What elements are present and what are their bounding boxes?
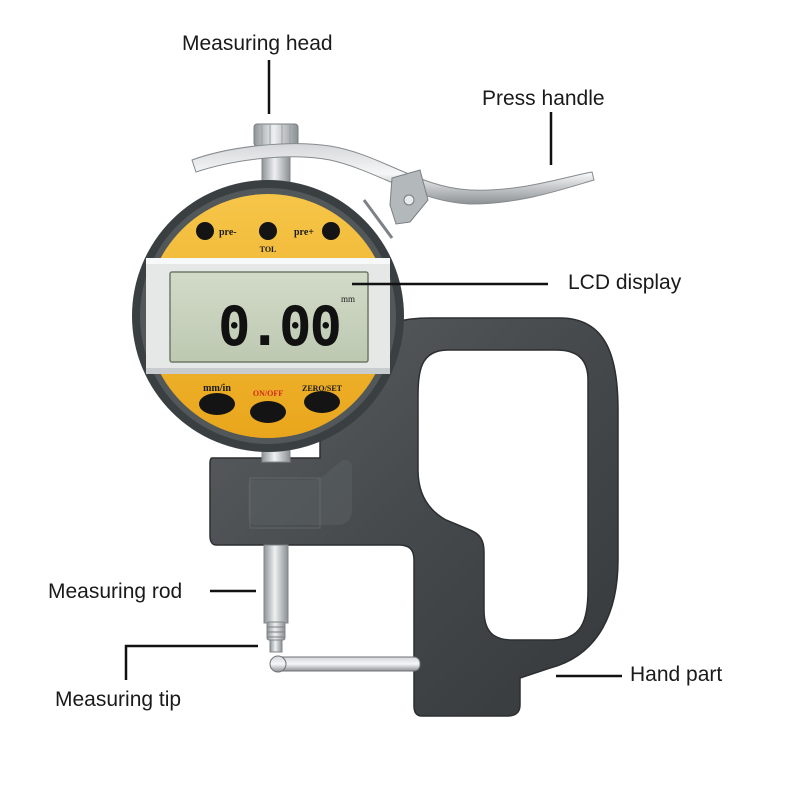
measuring-rod-label: Measuring rod <box>48 580 183 603</box>
lcd-reading: 0.00 <box>218 295 340 358</box>
measuring-head-label: Measuring head <box>182 32 333 55</box>
zero-set-button[interactable] <box>304 391 340 413</box>
measuring-rod <box>263 544 289 653</box>
press-handle <box>191 143 595 239</box>
pre-plus-button[interactable] <box>322 222 340 240</box>
top-button-row: pre- TOL pre+ <box>196 222 340 254</box>
bottom-button-row: mm/in ON/OFF ZERO/SET <box>199 383 343 423</box>
on-off-label: ON/OFF <box>253 389 283 398</box>
mm-in-button[interactable] <box>199 393 235 415</box>
tol-label: TOL <box>260 245 277 254</box>
measuring-tip-label: Measuring tip <box>55 688 182 711</box>
hand-part <box>209 317 619 717</box>
mm-in-label: mm/in <box>203 383 231 394</box>
pre-plus-label: pre+ <box>294 227 314 238</box>
hand-part-label: Hand part <box>630 663 723 686</box>
press-handle-label: Press handle <box>482 87 605 110</box>
zero-set-label: ZERO/SET <box>302 384 343 393</box>
lcd-display <box>169 271 369 363</box>
lcd-display-label: LCD display <box>568 271 682 294</box>
pre-minus-label: pre- <box>219 227 237 238</box>
digital-dial: 0.00 mm pre- TOL pre+ mm/in ON/OFF ZERO/… <box>132 180 404 452</box>
tol-button[interactable] <box>259 222 277 240</box>
measuring-anvil <box>269 655 421 673</box>
pre-minus-button[interactable] <box>196 222 214 240</box>
lcd-unit: mm <box>341 294 355 304</box>
leader-measuring-tip <box>124 644 258 680</box>
on-off-button[interactable] <box>250 401 286 423</box>
leader-lines <box>124 60 622 680</box>
